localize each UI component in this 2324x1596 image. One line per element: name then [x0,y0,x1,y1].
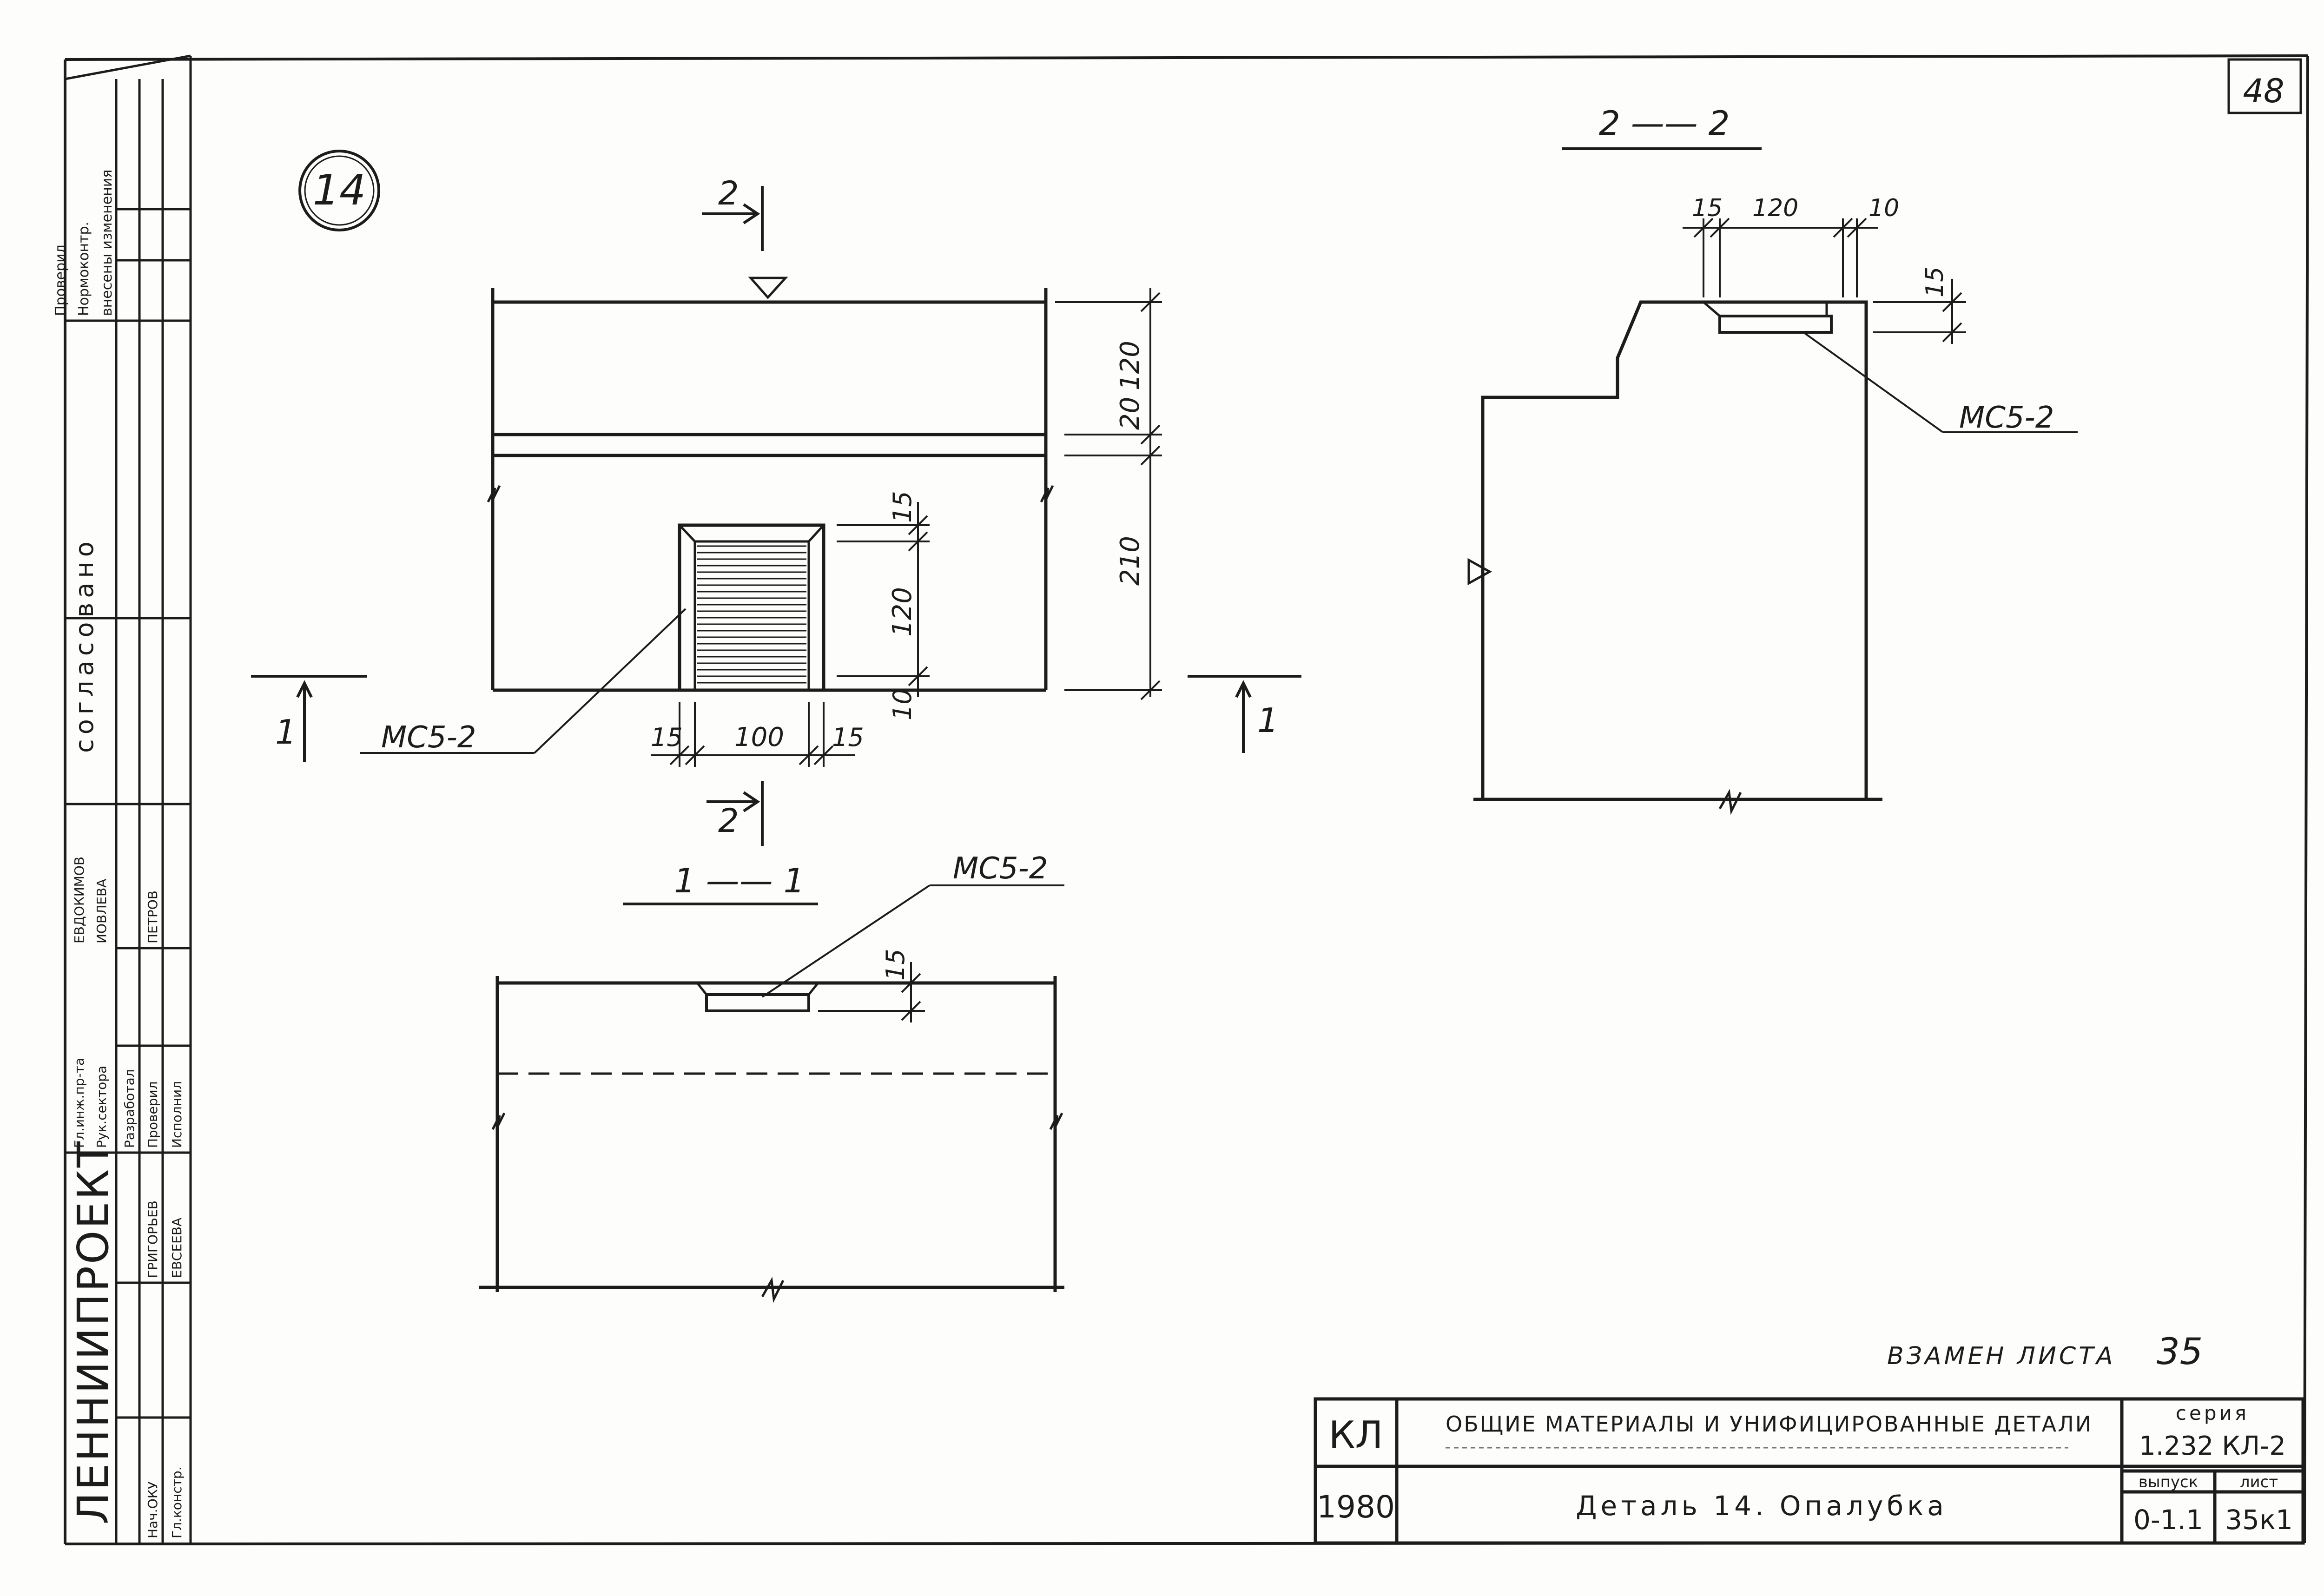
dim-insert-v-3: 10 [888,688,917,720]
section-2-2-view: 2 —— 2 MC5-2 15 120 10 [1467,104,2078,815]
replaces-text: ВЗАМЕН ЛИСТА [1887,1342,2116,1370]
dim-front-1: 120 [1115,341,1145,390]
section-22-title: 2 —— 2 [1599,104,1730,143]
stamp-row-8: Исполнил [169,1081,185,1148]
stamp-name-2: ИОВЛЕВА [94,879,109,943]
front-part-label: MC5-2 [381,720,476,755]
detail-number-circle: 14 [298,150,380,231]
stamp-org: ЛЕННИИПРОЕКТ [68,1140,118,1524]
dim-insert-h-3: 15 [832,723,864,752]
cut-mark-2-top: 2 [718,174,739,212]
section-11-title: 1 —— 1 [674,861,805,900]
tb-heading: ОБЩИЕ МАТЕРИАЛЫ И УНИФИЦИРОВАННЫЕ ДЕТАЛИ [1446,1411,2093,1437]
tb-code: КЛ [1329,1413,1383,1457]
stamp-row-7: Проверил [145,1081,160,1148]
sec22-plate-dim: 15 [1921,267,1949,297]
section-1-1-view: 1 —— 1 MC5-2 15 [479,851,1064,1303]
replaces-note: ВЗАМЕН ЛИСТА 35 [1887,1331,2203,1373]
stamp-row-1: Проверил [53,244,69,316]
dim-front-2: 20 [1115,397,1145,430]
stamp-name-3: ПЕТРОВ [145,890,160,943]
stamp-row-2: Нормоконтр. [76,222,92,316]
sec22-dim-2: 120 [1752,194,1798,222]
tb-series: 1.232 КЛ-2 [2139,1431,2286,1461]
tb-sheet-label: лист [2240,1473,2278,1491]
stamp-name-1: ЕВДОКИМОВ [72,857,87,943]
dim-front-3: 210 [1115,536,1145,586]
stamp-name-4: ГРИГОРЬЕВ [145,1200,160,1278]
embedded-plate-front [678,523,825,692]
dim-insert-h-1: 15 [651,723,683,752]
tb-title: Деталь 14. Опалубка [1576,1490,1948,1522]
title-block: КЛ 1980 ОБЩИЕ МАТЕРИАЛЫ И УНИФИЦИРОВАННЫ… [1314,1397,2305,1545]
stamp-row-6: Разработал [122,1069,137,1148]
stamp-row-9: Нач.ОКУ [145,1481,160,1538]
replaces-sheet: 35 [2157,1331,2203,1373]
sec22-dim-3: 10 [1868,194,1899,222]
sec11-part-label: MC5-2 [953,851,1048,886]
cut-mark-1-right: 1 [1257,701,1279,740]
dim-insert-v-2: 120 [887,587,918,637]
sheet-number: 48 [2243,72,2284,110]
cut-mark-2-bottom: 2 [718,802,739,840]
tb-issue-label: выпуск [2139,1473,2198,1491]
dim-insert-v-1: 15 [888,491,917,523]
stamp-agreed: согласовано [70,537,99,753]
front-view: MC5-2 120 20 210 15 120 10 [251,174,1301,846]
stamp-row-5: Рук.сектора [94,1066,109,1148]
stamp-row-10: Гл.констр. [169,1466,185,1538]
sheet-frame [64,54,2309,1545]
sheet-number-box: 48 [2227,58,2302,114]
tb-series-label: серия [2176,1402,2249,1425]
cut-mark-1-left: 1 [275,712,297,752]
tb-issue: 0-1.1 [2133,1504,2203,1536]
sec22-part-label: MC5-2 [1959,401,2054,435]
sec11-dim: 15 [881,949,910,981]
left-stamp: ЛЕННИИПРОЕКТ согласовано Проверил Нормок… [53,54,192,1544]
detail-number: 14 [313,166,366,215]
stamp-name-5: ЕВСЕЕВА [169,1218,185,1278]
stamp-row-4: Гл.инж.пр-та [72,1058,87,1148]
tb-year: 1980 [1317,1489,1395,1525]
sec22-dim-1: 15 [1692,194,1723,222]
dim-insert-h-2: 100 [734,722,784,752]
tb-sheet: 35к1 [2225,1504,2293,1536]
stamp-row-3: внесены изменения [99,170,115,316]
